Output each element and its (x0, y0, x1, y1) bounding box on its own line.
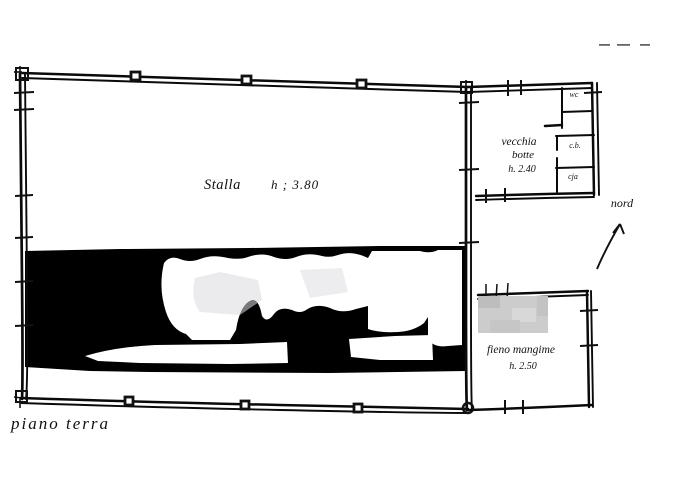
svg-text:h. 2.40: h. 2.40 (508, 164, 536, 175)
svg-text:c.b.: c.b. (569, 141, 581, 150)
svg-text:piano terra: piano terra (10, 414, 110, 433)
svg-text:vecchia: vecchia (501, 136, 536, 148)
svg-text:wc: wc (570, 90, 579, 99)
svg-text:h ; 3.80: h ; 3.80 (271, 177, 319, 192)
svg-text:nord: nord (611, 196, 634, 210)
svg-text:fieno mangime: fieno mangime (487, 344, 555, 356)
svg-text:h. 2.50: h. 2.50 (509, 361, 537, 372)
svg-text:cja: cja (568, 172, 578, 181)
svg-text:Stalla: Stalla (204, 177, 241, 193)
svg-text:botte: botte (512, 149, 534, 161)
